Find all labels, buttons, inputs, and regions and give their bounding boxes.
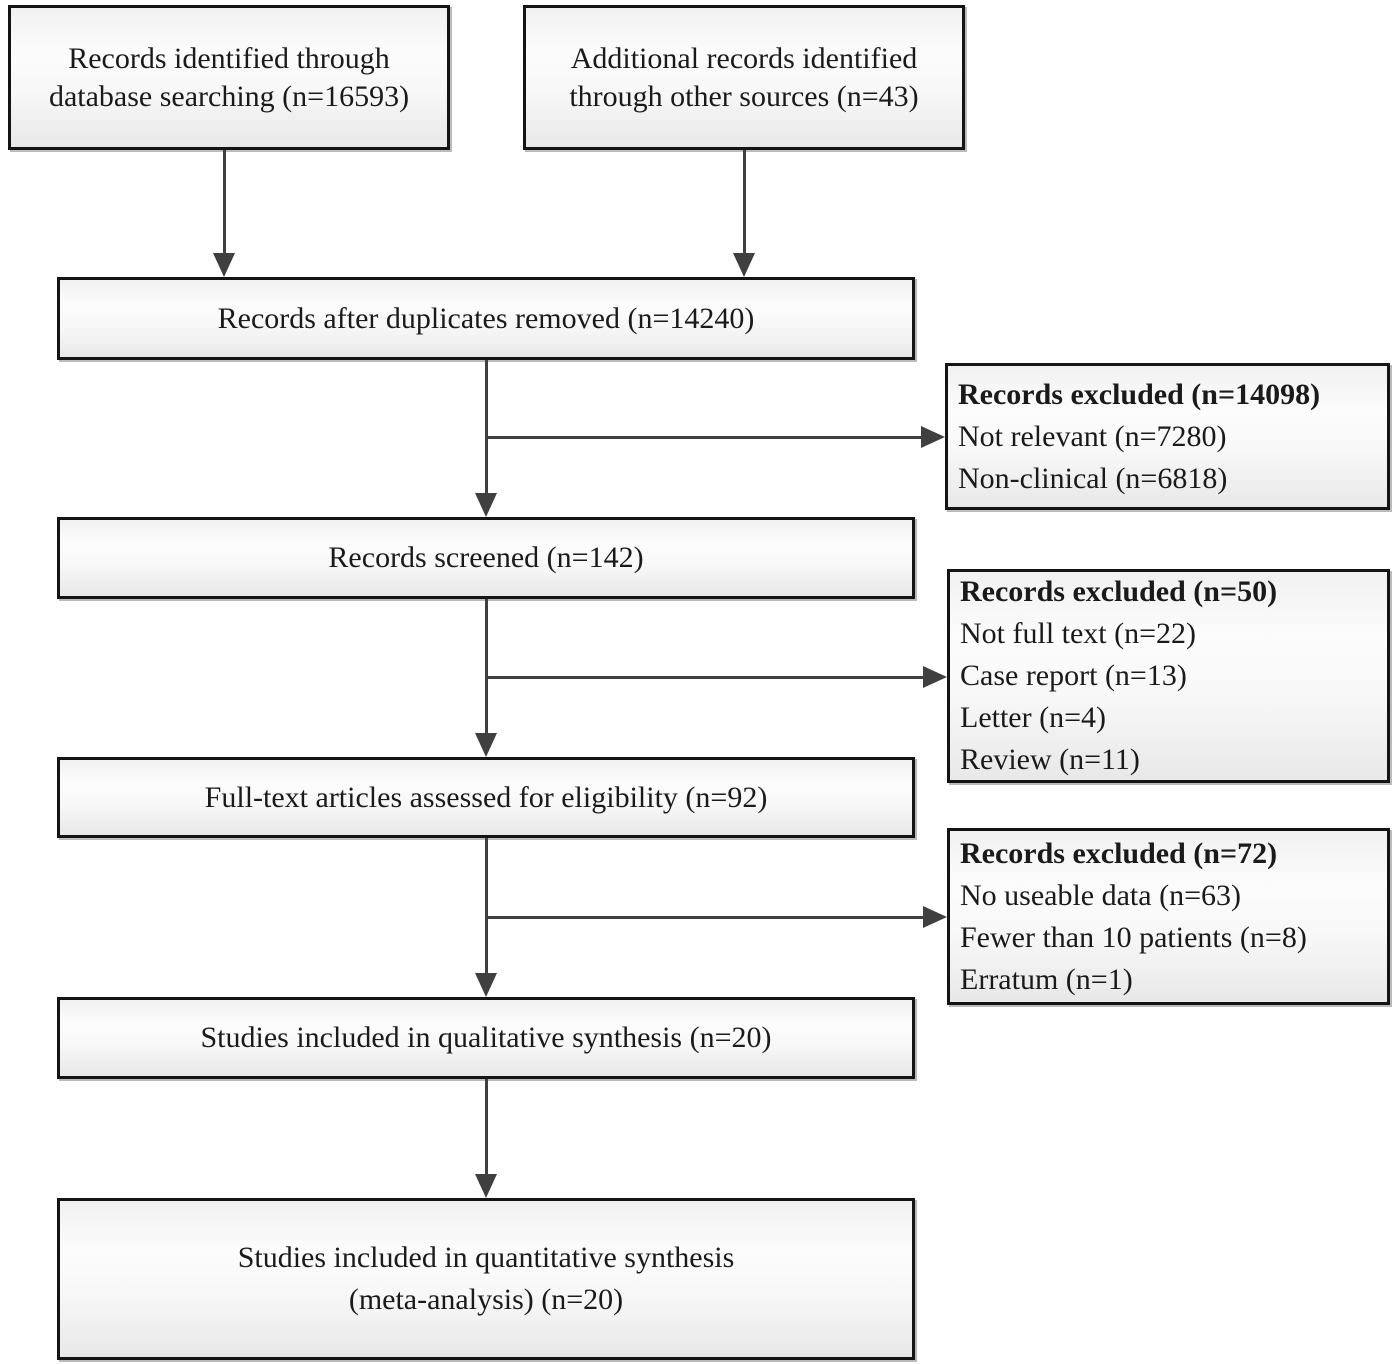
arrow-duplicates-to-screened-head — [475, 493, 497, 517]
branch-to-excluded-50-line — [486, 676, 924, 679]
excluded-item: Case report (n=13) — [960, 659, 1187, 692]
box-label-line: Additional records identified — [570, 41, 918, 75]
excluded-header: Records excluded (n=50) — [960, 575, 1278, 608]
box-label: Records screened (n=142) — [328, 541, 644, 574]
box-records-identified-other: Additional records identified through ot… — [523, 5, 965, 150]
box-label-line: database searching (n=16593) — [48, 79, 410, 113]
excluded-item: Erratum (n=1) — [960, 962, 1133, 996]
box-fulltext-assessed: Full-text articles assessed for eligibil… — [57, 757, 915, 838]
arrow-qualitative-to-quantitative-head — [475, 1174, 497, 1198]
excluded-item: Non-clinical (n=6818) — [958, 461, 1228, 495]
box-records-screened: Records screened (n=142) — [57, 517, 915, 599]
arrow-screened-to-fulltext-line — [485, 599, 488, 736]
box-records-identified-database: Records identified through database sear… — [8, 5, 450, 150]
branch-to-excluded-14098-line — [486, 436, 922, 439]
arrow-db-to-duplicates-head — [213, 253, 235, 277]
excluded-item: No useable data (n=63) — [960, 878, 1241, 912]
arrow-other-to-duplicates-head — [733, 253, 755, 277]
box-records-excluded-72: Records excluded (n=72) No useable data … — [947, 828, 1390, 1005]
arrow-duplicates-to-screened-line — [485, 360, 488, 496]
box-quantitative-synthesis: Studies included in quantitative synthes… — [57, 1198, 915, 1360]
box-label-line: through other sources (n=43) — [569, 79, 919, 113]
arrow-qualitative-to-quantitative-line — [485, 1079, 488, 1176]
excluded-item: Letter (n=4) — [960, 701, 1107, 734]
arrow-screened-to-fulltext-head — [475, 733, 497, 757]
box-label: Studies included in qualitative synthesi… — [200, 1021, 772, 1054]
excluded-header: Records excluded (n=14098) — [958, 377, 1321, 411]
excluded-item: Not relevant (n=7280) — [958, 419, 1227, 453]
excluded-item: Not full text (n=22) — [960, 617, 1197, 650]
branch-to-excluded-14098-head — [921, 426, 945, 448]
branch-to-excluded-50-head — [923, 666, 947, 688]
arrow-fulltext-to-qualitative-line — [485, 838, 488, 975]
excluded-header: Records excluded (n=72) — [960, 836, 1278, 870]
box-label-line: Studies included in quantitative synthes… — [237, 1241, 735, 1274]
box-records-excluded-14098: Records excluded (n=14098) Not relevant … — [945, 363, 1390, 510]
excluded-item: Fewer than 10 patients (n=8) — [960, 920, 1307, 954]
box-label-line: Records identified through — [68, 41, 390, 75]
box-label-line: (meta-analysis) (n=20) — [348, 1283, 624, 1316]
branch-to-excluded-72-head — [923, 906, 947, 928]
arrow-fulltext-to-qualitative-head — [475, 973, 497, 997]
arrow-other-to-duplicates-line — [743, 150, 746, 256]
box-qualitative-synthesis: Studies included in qualitative synthesi… — [57, 997, 915, 1079]
box-records-excluded-50: Records excluded (n=50) Not full text (n… — [947, 569, 1390, 783]
arrow-db-to-duplicates-line — [223, 150, 226, 256]
box-records-after-duplicates: Records after duplicates removed (n=1424… — [57, 277, 915, 360]
box-label: Full-text articles assessed for eligibil… — [204, 780, 768, 814]
branch-to-excluded-72-line — [486, 916, 924, 919]
box-label: Records after duplicates removed (n=1424… — [217, 301, 755, 335]
excluded-item: Review (n=11) — [960, 743, 1140, 776]
